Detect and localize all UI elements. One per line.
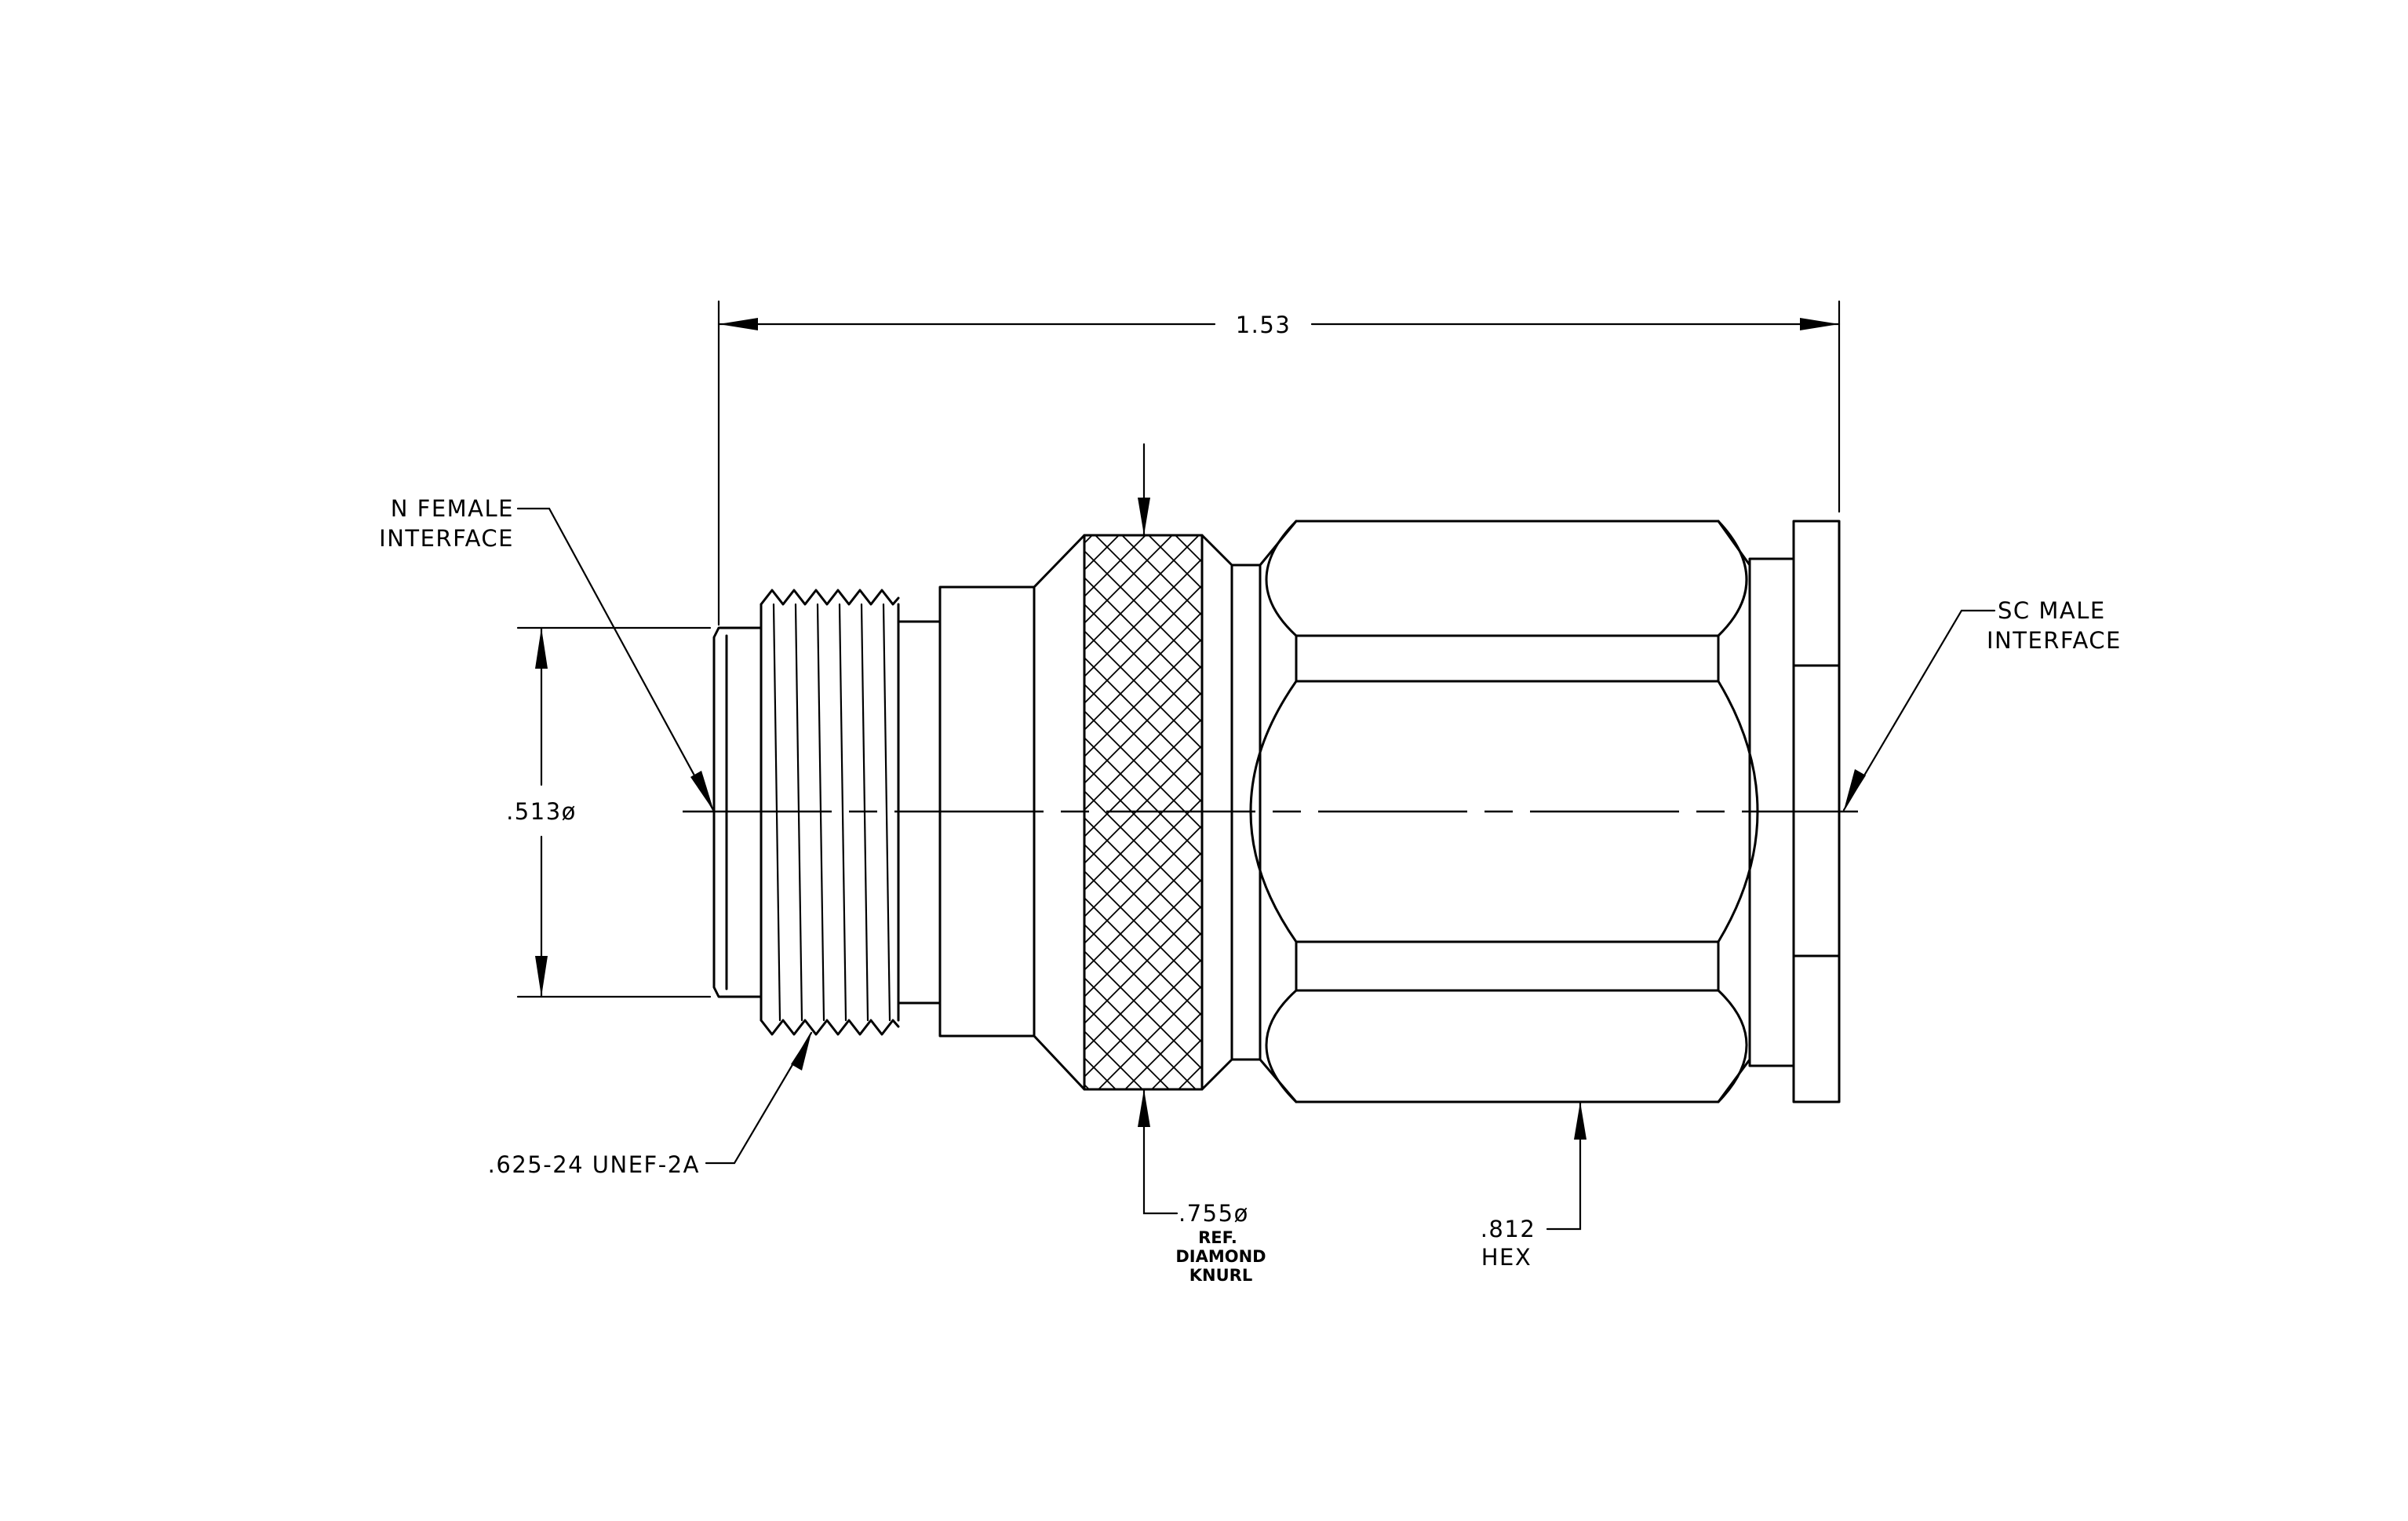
n-female-line2: INTERFACE (379, 525, 514, 552)
thread-callout: .625-24 UNEF-2A (488, 1031, 813, 1178)
knurl-dia-label: .755ø (1178, 1200, 1249, 1227)
arrowhead-right (1800, 318, 1839, 330)
arrowhead-left (719, 318, 758, 330)
diameter-513-label: .513ø (506, 798, 577, 825)
sc-male-callout: SC MALE INTERFACE (1842, 597, 2122, 812)
sc-male-line2: INTERFACE (1987, 627, 2122, 654)
knurl-ref-label: REF. (1198, 1228, 1237, 1247)
overall-length-dimension: 1.53 (717, 300, 1841, 626)
sc-male-end (1748, 520, 1841, 1103)
arrowhead-down (535, 956, 548, 997)
thread-spec-label: .625-24 UNEF-2A (488, 1151, 700, 1178)
hex-word-label: HEX (1481, 1244, 1532, 1271)
hex-callout: .812 HEX (1481, 1100, 1587, 1271)
knurled-coupling-nut (1033, 534, 1233, 1091)
n-female-line1: N FEMALE (391, 495, 514, 522)
knurl-diamond-label: DIAMOND (1175, 1247, 1266, 1266)
arrowhead-thread (791, 1033, 811, 1071)
n-female-callout: N FEMALE INTERFACE (379, 495, 716, 813)
arrowhead-n-female (690, 771, 714, 812)
arrowhead-sc-male (1844, 769, 1866, 810)
arrowhead-knurl-top (1138, 498, 1150, 535)
hex-size-label: .812 (1481, 1216, 1536, 1242)
arrowhead-knurl-bottom (1138, 1089, 1150, 1127)
arrowhead-hex (1574, 1102, 1587, 1140)
knurl-callout: .755ø REF. DIAMOND KNURL (1138, 1088, 1266, 1285)
arrowhead-up (535, 628, 548, 669)
threaded-section (760, 589, 900, 1036)
knurl-top-pointer (1138, 443, 1150, 537)
sc-male-line1: SC MALE (1998, 597, 2106, 624)
diameter-513-dimension: .513ø (506, 626, 712, 998)
knurl-word-label: KNURL (1189, 1266, 1252, 1285)
overall-length-label: 1.53 (1236, 312, 1291, 338)
